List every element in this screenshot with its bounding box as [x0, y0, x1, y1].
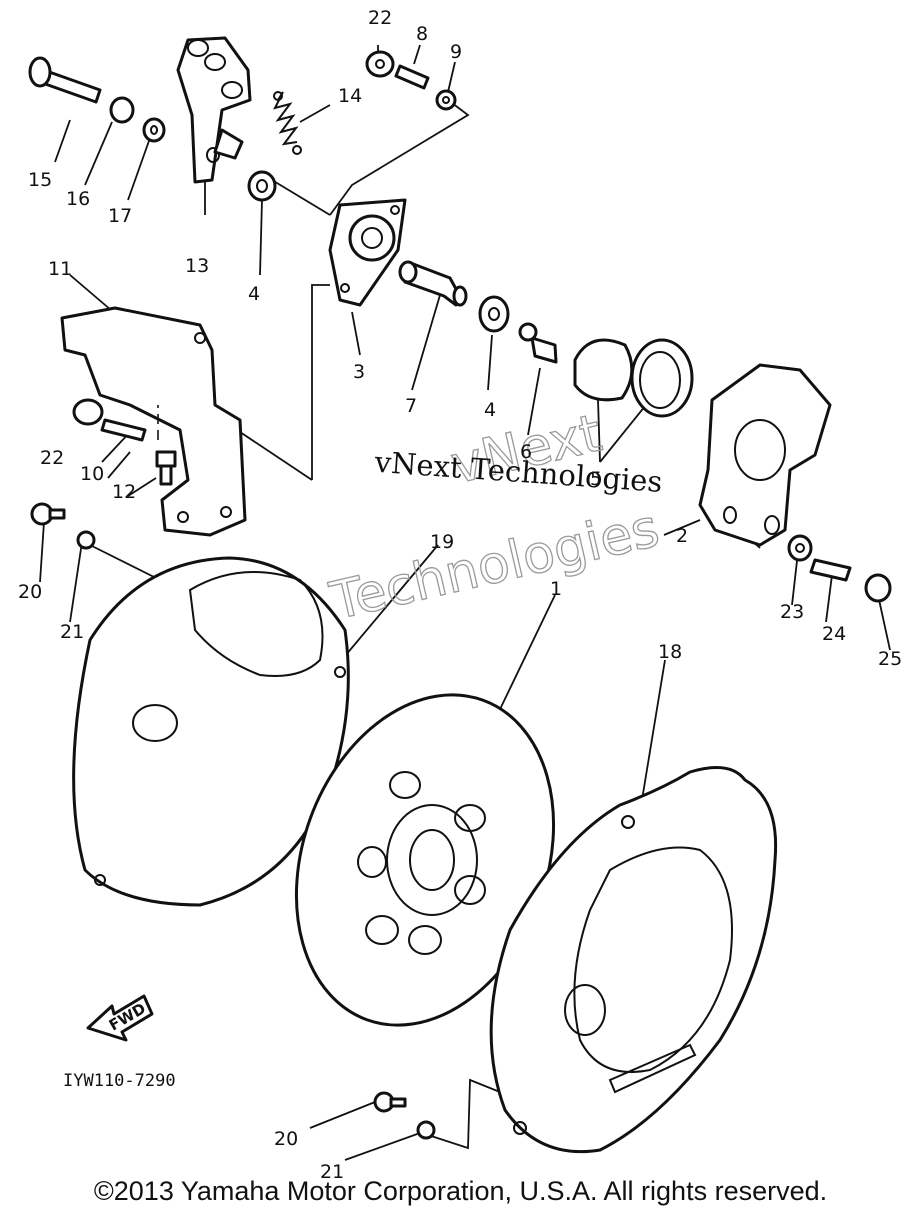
- callout-22: 22: [368, 7, 392, 29]
- nut-25-icon: [864, 573, 892, 603]
- callout-9: 9: [450, 41, 462, 63]
- copyright-notice: ©2013 Yamaha Motor Corporation, U.S.A. A…: [93, 1176, 828, 1206]
- watermark: vNext Technologies vNext Technologies: [324, 403, 665, 633]
- callout-7: 7: [405, 395, 417, 417]
- screw-20-upper-icon: [30, 502, 66, 526]
- bolt-12-icon: [155, 450, 177, 486]
- callout-21: 21: [320, 1161, 344, 1183]
- washer-17-icon: [142, 117, 166, 143]
- nut-22-icon: [365, 50, 395, 78]
- callout-numbers: 1234456789101112131415161718192020212122…: [18, 7, 902, 1183]
- nut-16-icon: [109, 96, 135, 124]
- callout-4: 4: [248, 283, 260, 305]
- watermark-technologies-outline: Technologies: [325, 498, 665, 632]
- drawing-code: IYW110-7290: [63, 1071, 176, 1091]
- nut-22-lower-icon: [72, 398, 104, 426]
- screw-20-lower-icon: [373, 1091, 407, 1113]
- callout-18: 18: [658, 641, 682, 663]
- washer-4-lower-icon: [478, 295, 510, 333]
- lever-13-icon: [176, 36, 252, 184]
- callout-3: 3: [353, 361, 365, 383]
- callout-19: 19: [430, 531, 454, 553]
- piston-6-icon: [518, 322, 558, 364]
- callout-14: 14: [338, 85, 362, 107]
- bolt-15-icon: [28, 56, 102, 104]
- cover-18-icon: [489, 766, 778, 1154]
- cam-7-icon: [398, 260, 468, 307]
- disc-1-icon: [294, 693, 556, 1027]
- plate-3-icon: [328, 198, 407, 307]
- spring-14-icon: [273, 91, 302, 155]
- cup-5-icon: [573, 338, 694, 418]
- callout-10: 10: [80, 463, 104, 485]
- pin-8-icon: [394, 64, 430, 90]
- callout-17: 17: [108, 205, 132, 227]
- caliper-2-icon: [698, 363, 832, 547]
- callout-4: 4: [484, 399, 496, 421]
- callout-21: 21: [60, 621, 84, 643]
- callout-16: 16: [66, 188, 90, 210]
- callout-8: 8: [416, 23, 428, 45]
- callout-20: 20: [274, 1128, 298, 1150]
- callout-25: 25: [878, 648, 902, 670]
- callout-5: 5: [590, 468, 602, 490]
- washer-9-icon: [435, 89, 457, 111]
- callout-11: 11: [48, 258, 72, 280]
- washer-23-icon: [787, 534, 813, 562]
- callout-1: 1: [550, 578, 562, 600]
- callout-23: 23: [780, 601, 804, 623]
- pin-10-icon: [100, 418, 147, 442]
- washer-4-upper-icon: [247, 170, 277, 202]
- callout-2: 2: [676, 525, 688, 547]
- pin-24-icon: [809, 558, 852, 582]
- callout-13: 13: [185, 255, 209, 277]
- bracket-11-icon: [60, 306, 247, 537]
- washer-21-lower-icon: [416, 1120, 436, 1140]
- callout-12: 12: [112, 481, 136, 503]
- forward-arrow-icon: FWD: [86, 994, 154, 1042]
- washer-21-upper-icon: [76, 530, 96, 550]
- callout-22: 22: [40, 447, 64, 469]
- callout-20: 20: [18, 581, 42, 603]
- callout-6: 6: [520, 441, 532, 463]
- callout-15: 15: [28, 169, 52, 191]
- callout-24: 24: [822, 623, 846, 645]
